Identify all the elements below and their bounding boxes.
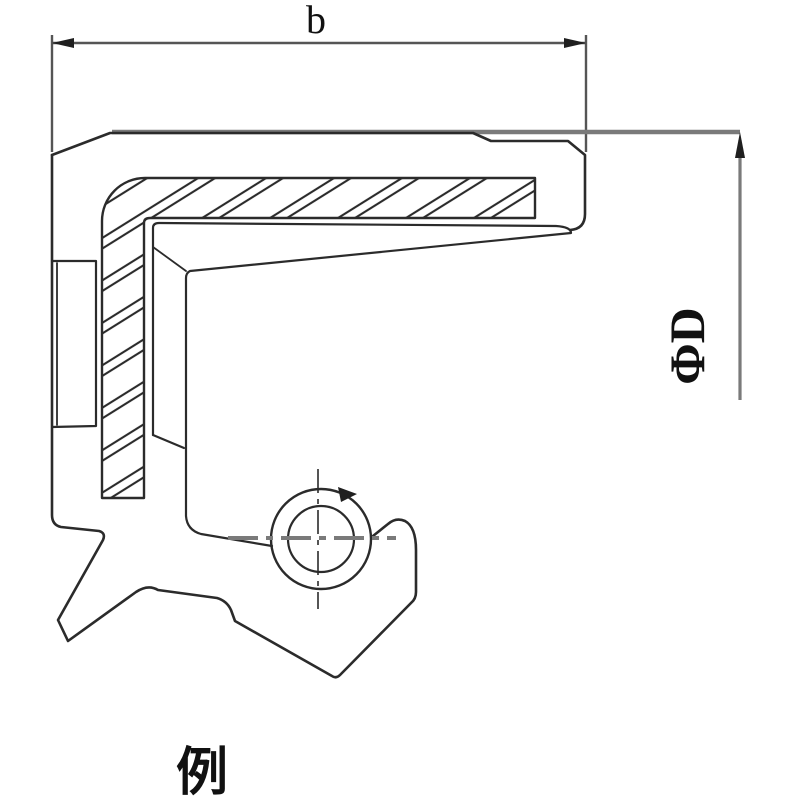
- spring-rotation-arrow-icon: [338, 487, 357, 502]
- inner-bore-contour: [151, 221, 573, 548]
- back-face-recess: [50, 259, 98, 429]
- metal-insert-hatched-section: [100, 176, 537, 500]
- inner-step-line: [151, 433, 186, 450]
- width-dimension-label: b: [306, 0, 326, 42]
- dimension-arrow-left-icon: [52, 38, 74, 48]
- drawing-caption: 例: [176, 744, 228, 800]
- bore-chamfer-line: [152, 246, 187, 272]
- seal-top-right-contour: [50, 131, 587, 232]
- seal-outer-profile-group: [50, 131, 587, 679]
- seal-left-lip-contour: [50, 153, 418, 679]
- dimension-arrow-right-icon: [564, 38, 586, 48]
- diameter-dimension-label: ΦD: [659, 307, 715, 385]
- diameter-dimension-group: [112, 129, 742, 400]
- width-dimension-group: [50, 35, 588, 152]
- dimension-arrow-up-icon: [735, 132, 745, 158]
